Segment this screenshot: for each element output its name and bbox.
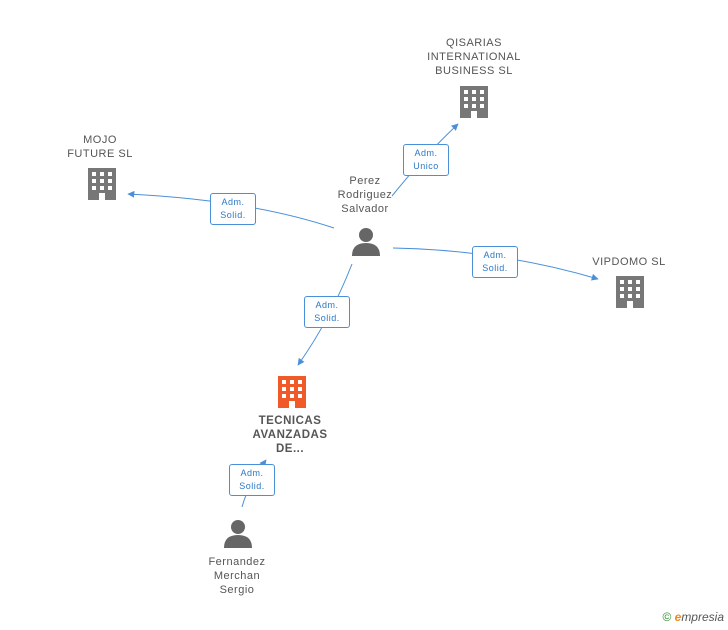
- label-line: DE...: [275, 443, 305, 455]
- node-label-qisarias[interactable]: QISARIAS INTERNATIONAL BUSINESS SL: [414, 36, 534, 78]
- edge-label-perez-mojo[interactable]: Adm. Solid.: [210, 193, 256, 225]
- building-focus-icon[interactable]: [278, 376, 306, 408]
- edge-label-line: Unico: [413, 161, 439, 171]
- person-icon[interactable]: [352, 228, 380, 256]
- label-line: VIPDOMO SL: [592, 256, 666, 268]
- edge-label-perez-tecnicas[interactable]: Adm. Solid.: [304, 296, 350, 328]
- node-label-fernandez[interactable]: Fernandez Merchan Sergio: [192, 555, 282, 597]
- edge-label-line: Solid.: [314, 313, 340, 323]
- label-line: Fernandez: [208, 556, 266, 568]
- label-line: Sergio: [219, 584, 255, 596]
- label-line: Salvador: [341, 203, 389, 215]
- label-line: AVANZADAS: [252, 429, 328, 441]
- label-line: MOJO: [83, 134, 117, 146]
- edge-label-line: Solid.: [239, 481, 265, 491]
- brand-name: mpresia: [681, 610, 724, 624]
- label-line: QISARIAS: [446, 37, 502, 49]
- building-icon[interactable]: [460, 86, 488, 118]
- edge-label-perez-vipdomo[interactable]: Adm. Solid.: [472, 246, 518, 278]
- edge-label-line: Solid.: [220, 210, 246, 220]
- edge-label-line: Adm.: [315, 300, 339, 310]
- label-line: FUTURE SL: [67, 148, 133, 160]
- edge-label-line: Adm.: [483, 250, 507, 260]
- label-line: TECNICAS: [258, 415, 322, 427]
- label-line: BUSINESS SL: [435, 65, 513, 77]
- building-icon[interactable]: [616, 276, 644, 308]
- edge-label-perez-qisarias[interactable]: Adm. Unico: [403, 144, 449, 176]
- person-icon[interactable]: [224, 520, 252, 548]
- brand-mark: e: [674, 610, 682, 624]
- node-label-vipdomo[interactable]: VIPDOMO SL: [584, 255, 674, 269]
- copyright-icon: ©: [662, 610, 672, 624]
- edge-label-line: Solid.: [482, 263, 508, 273]
- label-line: Rodriguez: [337, 189, 393, 201]
- building-icon[interactable]: [88, 168, 116, 200]
- node-label-tecnicas[interactable]: TECNICAS AVANZADAS DE...: [238, 414, 342, 456]
- edge-label-fernandez-tecnicas[interactable]: Adm. Solid.: [229, 464, 275, 496]
- edge-label-line: Adm.: [414, 148, 438, 158]
- edge-label-line: Adm.: [221, 197, 245, 207]
- node-label-mojo[interactable]: MOJO FUTURE SL: [50, 133, 150, 161]
- label-line: Perez: [349, 175, 381, 187]
- label-line: INTERNATIONAL: [427, 51, 521, 63]
- edge-label-line: Adm.: [240, 468, 264, 478]
- brand-logo[interactable]: © empresia: [662, 610, 724, 624]
- node-label-perez[interactable]: Perez Rodriguez Salvador: [322, 174, 408, 216]
- label-line: Merchan: [213, 570, 261, 582]
